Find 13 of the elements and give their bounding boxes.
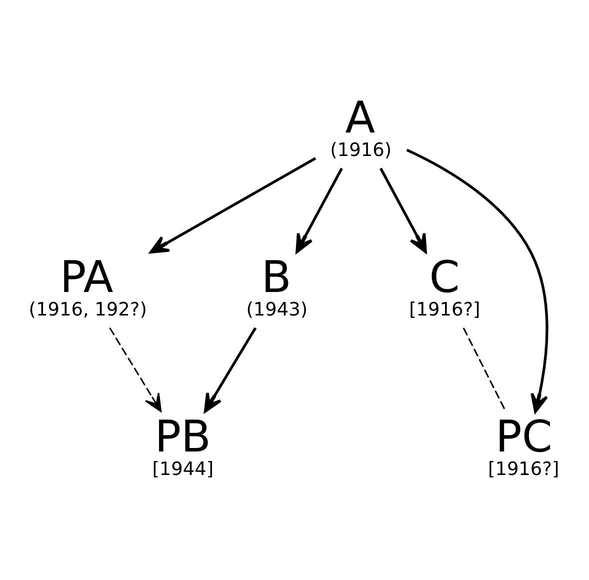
arrow (380, 168, 427, 254)
arrow (204, 327, 257, 413)
node-text: B (1943) (246, 252, 308, 321)
node-text: PB [1944] (152, 412, 214, 480)
arrow (109, 328, 162, 412)
node-text: C [1916?] (409, 252, 480, 321)
node-text: PC [1916?] (488, 412, 560, 480)
connector (462, 328, 506, 412)
node-text: PA (1916, 192?) (28, 252, 147, 321)
arrow (406, 148, 548, 413)
node-text: A (1916) (330, 92, 392, 162)
arrow (296, 168, 343, 254)
arrow (150, 157, 316, 254)
